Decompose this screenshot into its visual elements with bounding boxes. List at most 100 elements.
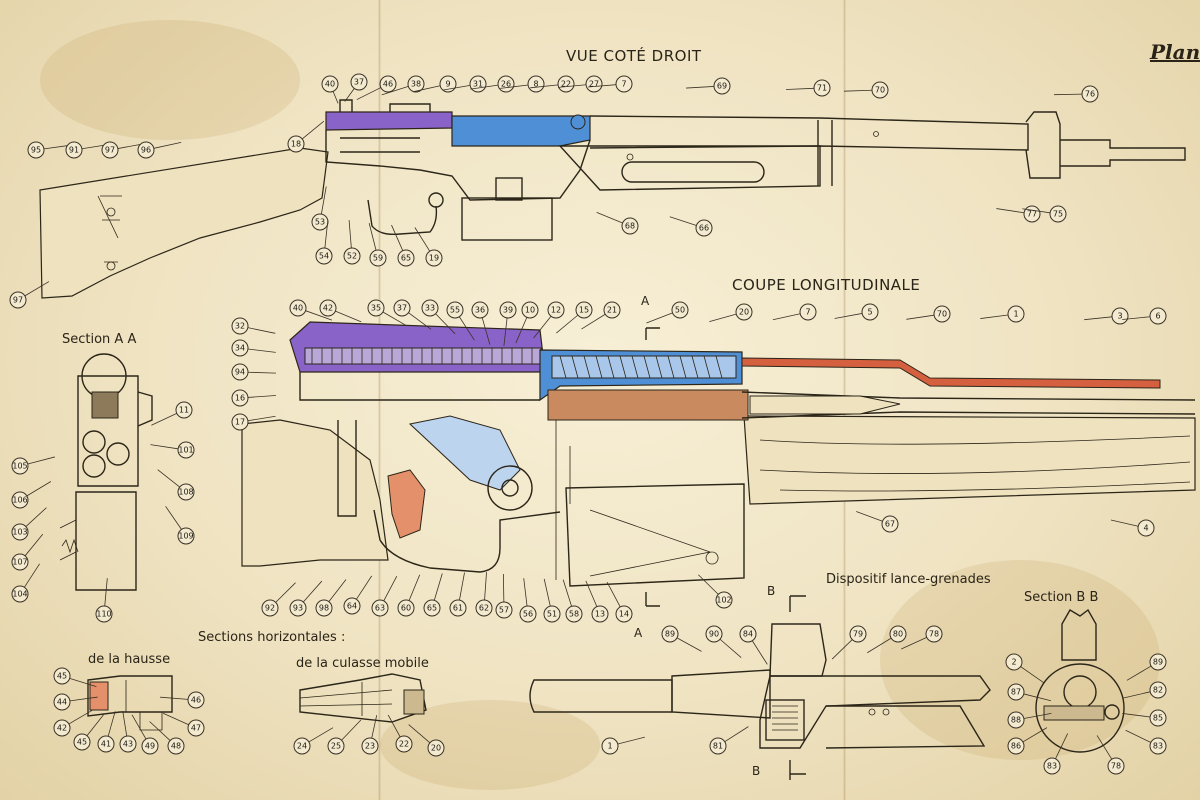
callout-leader-line (562, 579, 572, 607)
callout-leader-line (530, 84, 559, 89)
callout-leader-line (606, 582, 621, 608)
part-callout: 55 (446, 301, 475, 341)
callout-leader-line (458, 316, 475, 341)
callout-number: 65 (427, 604, 437, 613)
callout-number: 62 (479, 604, 489, 613)
callout-circle (615, 75, 633, 93)
part-callout: 58 (562, 579, 583, 623)
part-callout: 85 (1122, 709, 1167, 727)
callout-number: 96 (141, 146, 151, 155)
part-callout: 106 (11, 481, 52, 509)
callout-circle (799, 303, 817, 321)
title-grenade-launcher: Dispositif lance-grenades (826, 572, 991, 587)
callout-leader-line (503, 317, 508, 346)
callout-circle (1149, 737, 1167, 755)
callout-circle (861, 303, 879, 321)
callout-number: 79 (853, 630, 863, 639)
part-callout: 5 (834, 303, 879, 321)
callout-number: 3 (1117, 312, 1122, 321)
callout-leader-line (86, 713, 105, 736)
part-callout: 37 (393, 299, 432, 330)
callout-number: 45 (77, 738, 87, 747)
callout-circle (446, 301, 464, 319)
callout-circle (1005, 653, 1023, 671)
callout-number: 11 (179, 406, 189, 415)
part-callout: 71 (786, 79, 831, 97)
title-section-bb: Section B B (1024, 590, 1099, 605)
section-marker-b-bottom: B (752, 764, 761, 778)
callout-circle (315, 247, 333, 265)
callout-number: 40 (325, 80, 335, 89)
callout-number: 26 (501, 80, 511, 89)
callout-circle (557, 75, 575, 93)
callout-circle (1007, 737, 1025, 755)
part-callout: 18 (287, 120, 325, 153)
part-callout: 17 (231, 413, 276, 431)
part-callout: 83 (1043, 733, 1069, 775)
callout-circle (231, 389, 249, 407)
callout-leader-line (1122, 713, 1151, 718)
callout-leader-line (107, 711, 116, 737)
callout-leader-line (834, 313, 863, 319)
callout-number: 52 (347, 252, 357, 261)
part-callout: 110 (95, 578, 113, 623)
part-callout: 49 (131, 714, 159, 755)
callout-number: 45 (57, 672, 67, 681)
callout-number: 70 (875, 86, 885, 95)
callout-number: 89 (665, 630, 675, 639)
part-callout: 39 (499, 301, 517, 346)
part-callout: 64 (343, 575, 373, 615)
callout-number: 13 (595, 610, 605, 619)
callout-circle (367, 299, 385, 317)
callout-leader-line (901, 636, 927, 650)
callout-circle (1137, 519, 1155, 537)
callout-circle (1043, 757, 1061, 775)
section-bb-drawing (1035, 608, 1125, 753)
callout-leader-line (131, 714, 147, 740)
callout-circle (319, 299, 337, 317)
callout-number: 92 (265, 604, 275, 613)
callout-number: 25 (331, 742, 341, 751)
callout-circle (95, 605, 113, 623)
title-rear-sight: de la hausse (88, 652, 171, 667)
callout-leader-line (1023, 712, 1052, 719)
callout-number: 16 (235, 394, 245, 403)
callout-number: 7 (805, 308, 810, 317)
title-right-side-view: VUE COTÉ DROIT (566, 47, 702, 65)
callout-circle (379, 75, 397, 93)
callout-number: 21 (607, 306, 617, 315)
callout-leader-line (275, 582, 296, 603)
callout-circle (735, 303, 753, 321)
callout-leader-line (247, 371, 276, 374)
callout-circle (499, 301, 517, 319)
callout-leader-line (328, 579, 347, 602)
part-callout: 22 (530, 75, 575, 93)
callout-leader-line (669, 216, 697, 226)
part-callout: 86 (1007, 727, 1048, 755)
callout-number: 102 (716, 596, 731, 605)
callout-circle (705, 625, 723, 643)
part-callout: 89 (661, 625, 702, 652)
part-callout: 97 (9, 281, 50, 309)
callout-leader-line (305, 310, 333, 321)
callout-number: 24 (297, 742, 307, 751)
callout-number: 97 (13, 296, 23, 305)
callout-circle (407, 75, 425, 93)
callout-number: 55 (450, 306, 460, 315)
callout-leader-line (408, 574, 421, 601)
callout-circle (889, 625, 907, 643)
callout-circle (231, 363, 249, 381)
part-callout: 54 (315, 220, 333, 265)
callout-number: 39 (503, 306, 513, 315)
callout-leader-line (698, 574, 719, 595)
callout-circle (53, 719, 71, 737)
callout-leader-line (368, 223, 377, 251)
callout-number: 50 (675, 306, 685, 315)
callout-leader-line (709, 313, 737, 323)
callout-leader-line (646, 312, 673, 324)
callout-number: 65 (401, 254, 411, 263)
callout-number: 64 (347, 602, 357, 611)
callout-leader-line (433, 573, 443, 601)
callout-leader-line (69, 696, 98, 702)
section-marker-a-bottom: A (634, 626, 643, 640)
